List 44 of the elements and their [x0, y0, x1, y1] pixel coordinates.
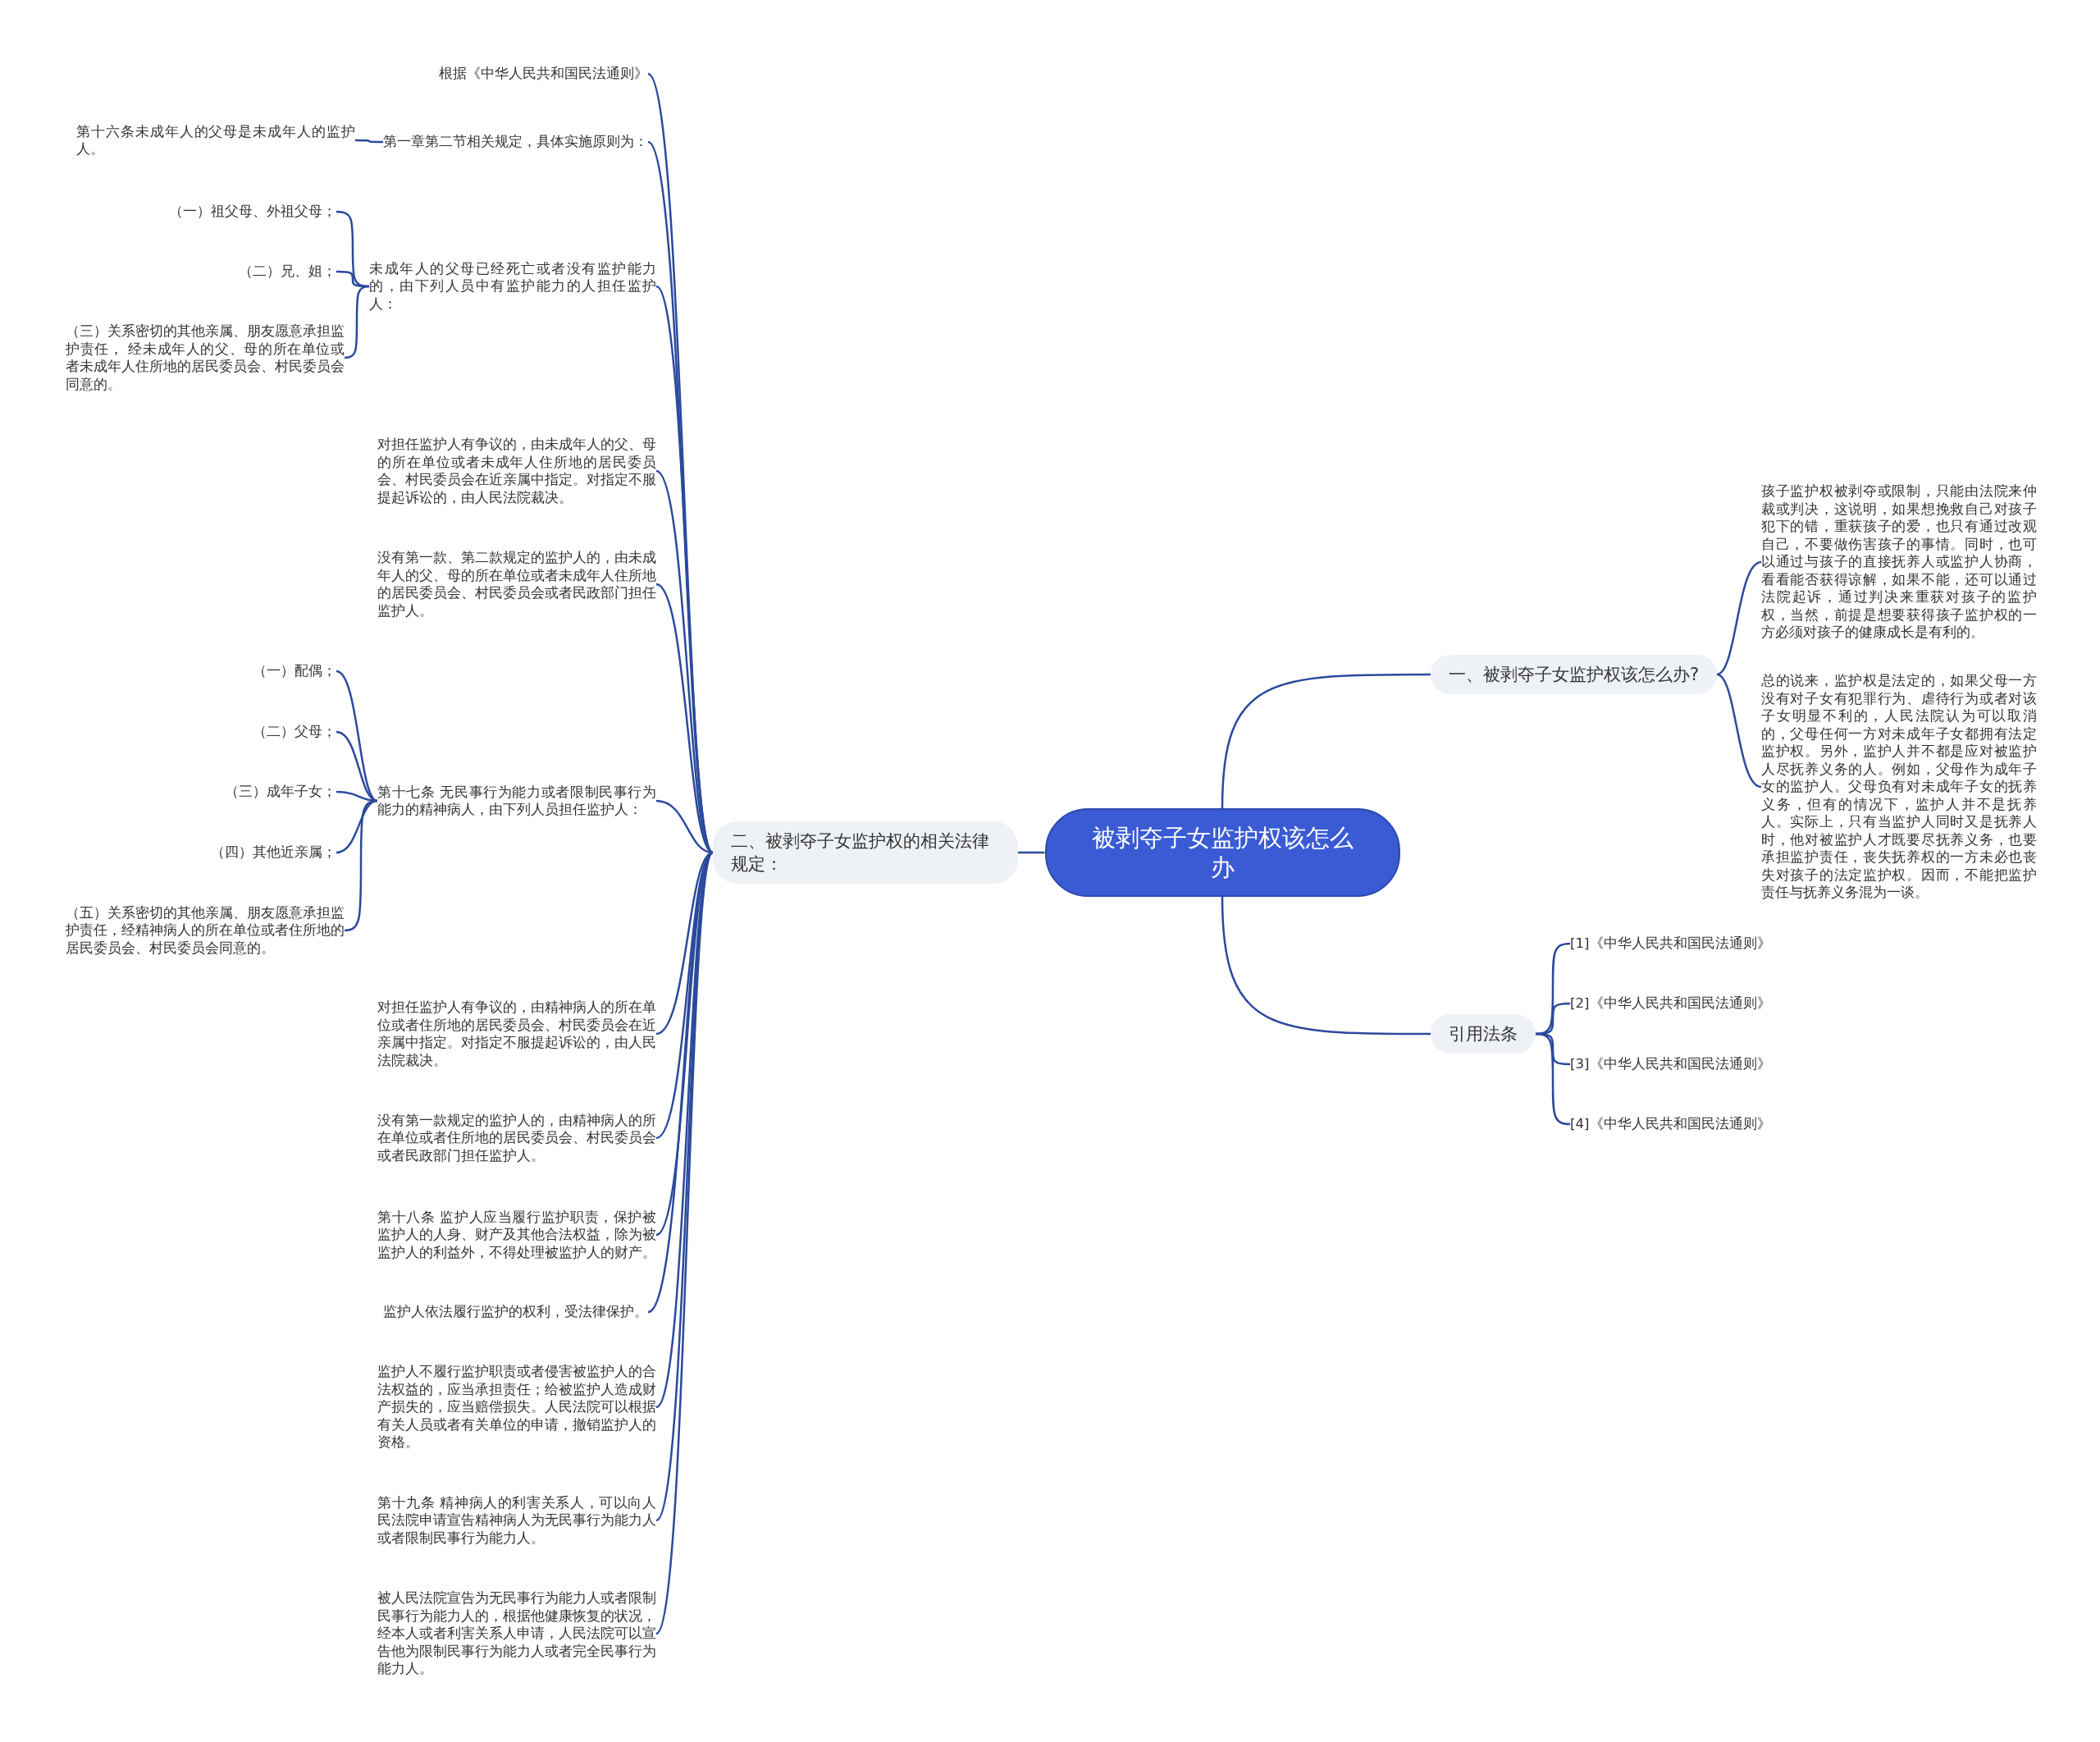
subtopic-text: [1]《中华人民共和国民法通则》 — [1570, 935, 1771, 953]
connector-line — [336, 799, 378, 854]
connector-line — [355, 139, 383, 144]
subtopic-text: 监护人不履行监护职责或者侵害被监护人的合法权益的，应当承担责任；给被监护人造成财产损失的，应当赔偿损失。人民法院可以根据有关人员或者有关单位的申请，撤销监护人的资格。 — [377, 1363, 656, 1452]
connector-line — [1221, 673, 1431, 809]
subtopic-text: 没有第一款、第二款规定的监护人的，由未成年人的父、母的所在单位或者未成年人住所地的居民委员会、村民委员会或者民政部门担任监护人。 — [377, 549, 656, 620]
subtopic-text: 被人民法院宣告为无民事行为能力人或者限制民事行为能力人的，根据他健康恢复的状况，经本人或者利害关系人申请，人民法院可以宣告他为限制民事行为能力人或者完全民事行为能力人。 — [377, 1589, 656, 1678]
connector-line — [336, 730, 378, 802]
topic-pill: 引用法条 — [1431, 1014, 1536, 1054]
subtopic-text: （四）其他近亲属； — [211, 844, 336, 862]
subtopic-text: （一）配偶； — [253, 662, 336, 680]
subtopic-text: （一）祖父母、外祖父母； — [169, 203, 336, 221]
subtopic-text: （五）关系密切的其他亲属、朋友愿意承担监护责任，经精神病人的所在单位或者住所地的居民委员会、村民委员会同意的。 — [66, 903, 345, 957]
subtopic-text: [2]《中华人民共和国民法通则》 — [1570, 994, 1771, 1013]
connector-line — [1716, 673, 1762, 789]
connector-line — [1221, 896, 1431, 1036]
connector-line — [1018, 851, 1045, 854]
subtopic-text: 对担任监护人有争议的，由未成年人的父、母的所在单位或者未成年人住所地的居民委员会、村民委员会在近亲属中指定。对指定不服提起诉讼的，由人民法院裁决。 — [377, 436, 656, 506]
subtopic-text: （二）父母； — [253, 723, 336, 741]
subtopic-text: 第十八条 监护人应当履行监护职责，保护被监护人的人身、财产及其他合法权益，除为被监护人的利益外，不得处理被监护人的财产。 — [377, 1208, 656, 1261]
subtopic-text: 孩子监护权被剥夺或限制，只能由法院来仲裁或判决，这说明，如果想挽救自己对孩子犯下的错，重获孩子的爱，也只有通过改观自己，不要做伤害孩子的事情。同时，也可以通过与孩子的直接抚养人或监护人协商，看看能否获得谅解，如果不能，还可以通过法院起诉，通过判决来重获对孩子的监护权，当然，前提是想要获得孩子监护权的一方必须对孩子的健康成长是有利的。 — [1761, 482, 2037, 642]
subtopic-text: 第十六条未成年人的父母是未成年人的监护人。 — [76, 122, 355, 158]
subtopic-text: 第十七条 无民事行为能力或者限制民事行为能力的精神病人，由下列人员担任监护人： — [377, 783, 656, 819]
subtopic-text: （三）成年子女； — [225, 783, 336, 801]
connector-line — [344, 799, 378, 932]
subtopic-text: 监护人依法履行监护的权利，受法律保护。 — [383, 1303, 648, 1321]
subtopic-text: 未成年人的父母已经死亡或者没有监护能力的，由下列人员中有监护能力的人担任监护人： — [369, 259, 656, 313]
subtopic-text: 总的说来，监护权是法定的，如果父母一方没有对子女有犯罪行为、虐待行为或者对该子女明显不利的，人民法院认为可以取消的，父母任何一方对未成年子女都拥有法定监护权。另外，监护人并不都是应对被监护人尽抚养义务的人。例如，父母作为成年子女的监护人。父母负有对未成年子女的抚养义务，但有的情况下，监护人并不是抚养人。实际上，只有当监护人同时又是抚养人时，他对被监护人才既要尽抚养义务，也要承担监护责任，丧失抚养权的一方未必也丧失对孩子的法定监护权。因而，不能把监护责任与抚养义务混为一谈。 — [1761, 672, 2037, 902]
subtopic-text: [3]《中华人民共和国民法通则》 — [1570, 1055, 1771, 1073]
connector-line — [655, 470, 714, 853]
subtopic-text: 没有第一款规定的监护人的，由精神病人的所在单位或者住所地的居民委员会、村民委员会或者民政部门担任监护人。 — [377, 1111, 656, 1164]
central-topic: 被剥夺子女监护权该怎么办 — [1044, 808, 1400, 897]
topic-pill: 一、被剥夺子女监护权该怎么办? — [1431, 655, 1718, 694]
subtopic-text: （三）关系密切的其他亲属、朋友愿意承担监护责任， 经未成年人的父、母的所在单位或者未成年人住所地的居民委员会、村民委员会同意的。 — [66, 322, 345, 393]
connector-line — [1535, 1032, 1571, 1126]
subtopic-text: 根据《中华人民共和国民法通则》 — [439, 65, 648, 83]
subtopic-text: 对担任监护人有争议的，由精神病人的所在单位或者住所地的居民委员会、村民委员会在近亲属中指定。对指定不服提起诉讼的，由人民法院裁决。 — [377, 999, 656, 1069]
subtopic-text: 第一章第二节相关规定，具体实施原则为： — [383, 133, 648, 151]
subtopic-text: [4]《中华人民共和国民法通则》 — [1570, 1115, 1771, 1133]
subtopic-text: （二）兄、姐； — [239, 263, 336, 281]
connector-line — [1716, 560, 1762, 676]
connector-line — [344, 285, 370, 359]
topic-pill: 二、被剥夺子女监护权的相关法律规定： — [713, 821, 1018, 884]
subtopic-text: 第十九条 精神病人的利害关系人，可以向人民法院申请宣告精神病人为无民事行为能力人或者限制民事行为能力人。 — [377, 1493, 656, 1547]
